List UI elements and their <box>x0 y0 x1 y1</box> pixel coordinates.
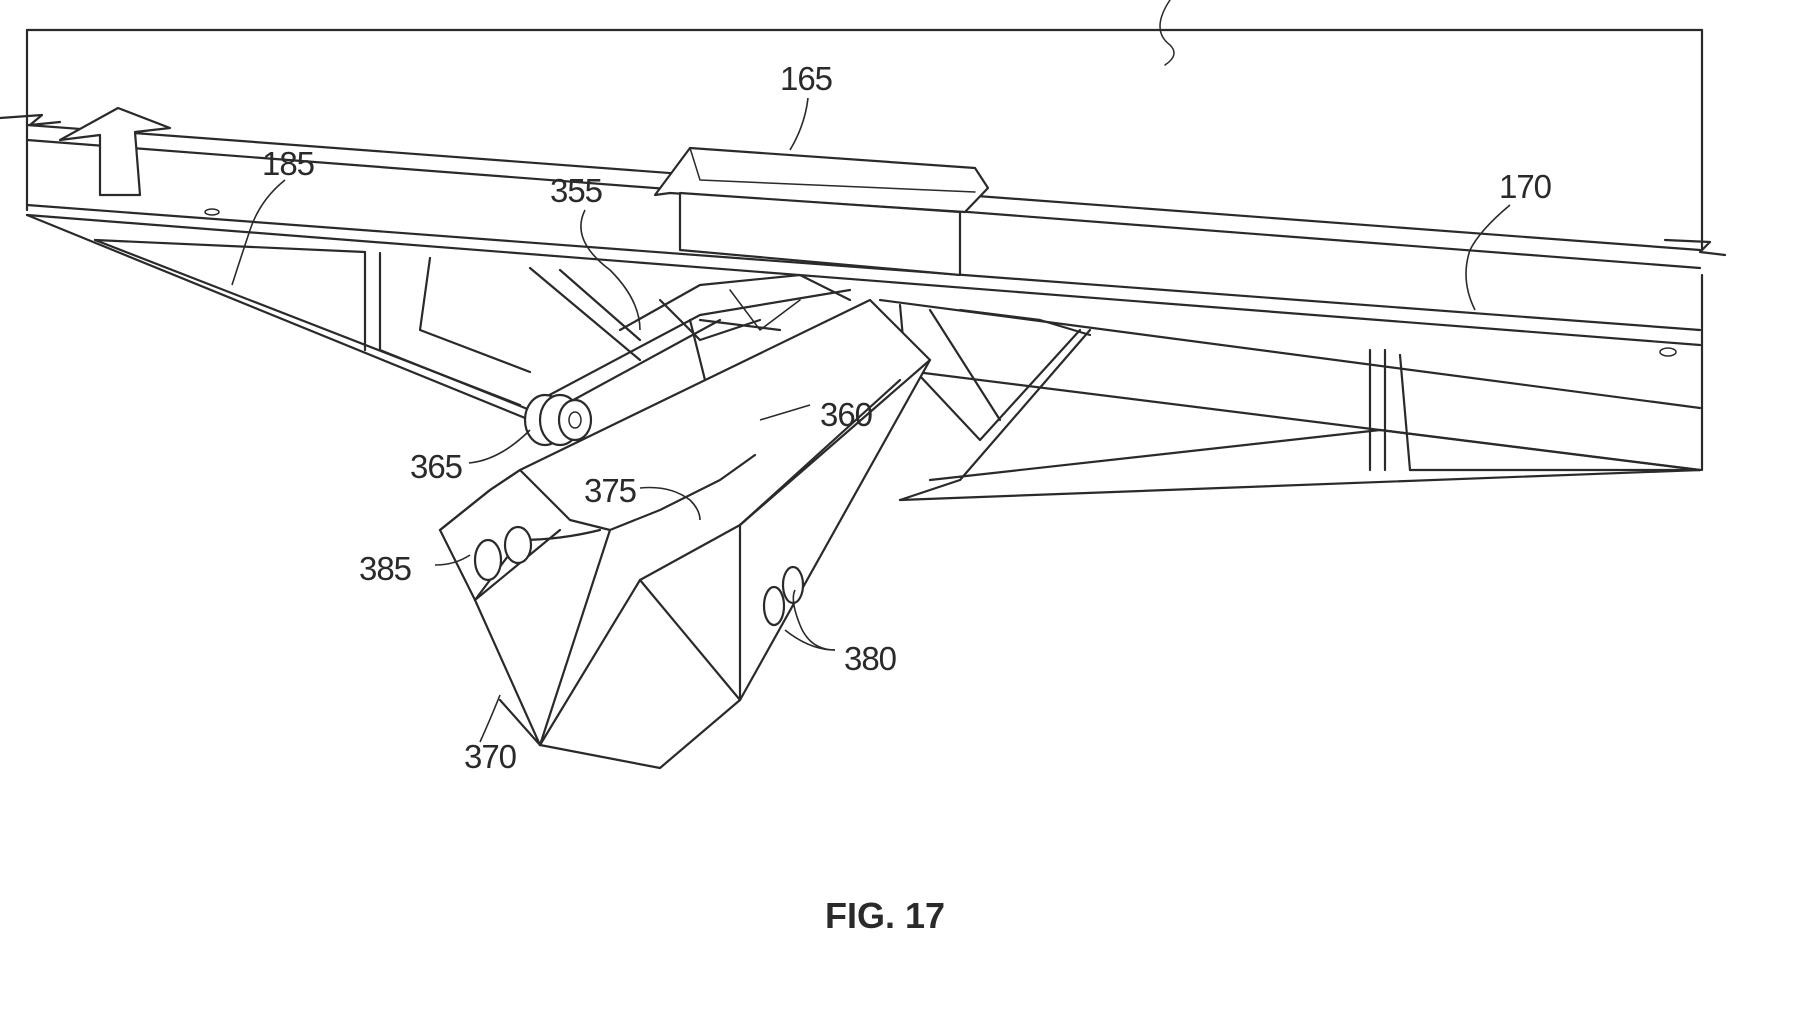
label-365: 365 <box>410 448 462 485</box>
label-165: 165 <box>780 60 832 97</box>
label-360: 360 <box>820 396 873 433</box>
label-370: 370 <box>464 738 517 775</box>
label-355: 355 <box>550 172 602 209</box>
label-380: 380 <box>844 640 897 677</box>
roller-365 <box>525 395 591 445</box>
label-385: 385 <box>359 550 411 587</box>
label-170: 170 <box>1499 168 1552 205</box>
hopper-370 <box>440 300 930 768</box>
label-375: 375 <box>584 472 636 509</box>
arrow-up-icon <box>60 108 170 195</box>
figure-caption: FIG. 17 <box>825 895 945 936</box>
label-185: 185 <box>262 145 314 182</box>
